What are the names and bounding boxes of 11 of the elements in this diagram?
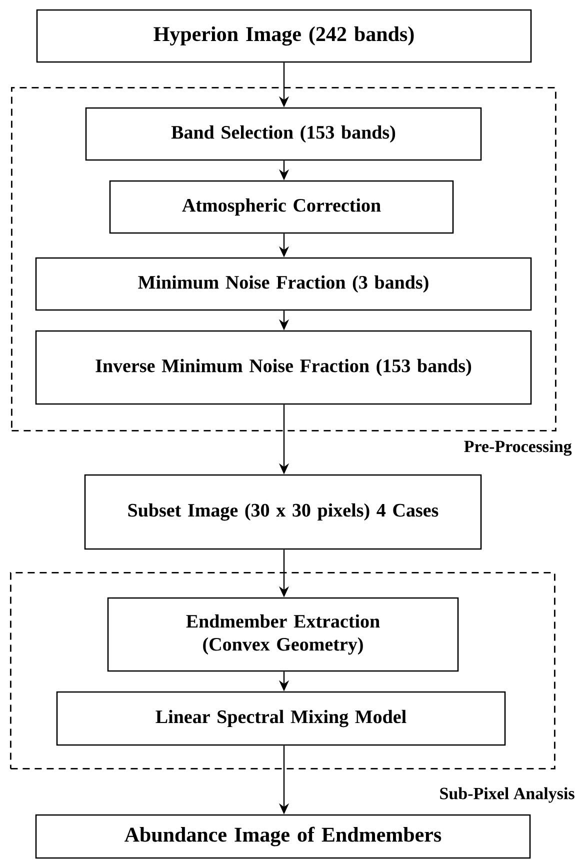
group-label: Sub-Pixel Analysis: [440, 787, 574, 803]
process-box: Endmember Extraction (Convex Geometry): [107, 597, 459, 672]
process-box: Band Selection (153 bands): [85, 107, 482, 161]
process-box: Linear Spectral Mixing Model: [56, 691, 506, 746]
process-box: Subset Image (30 x 30 pixels) 4 Cases: [84, 474, 482, 550]
process-box: Minimum Noise Fraction (3 bands): [35, 257, 532, 311]
group-label: Pre-Processing: [464, 440, 572, 456]
process-box: Abundance Image of Endmembers: [35, 814, 531, 859]
process-box: Hyperion Image (242 bands): [36, 9, 532, 63]
process-box: Atmospheric Correction: [109, 180, 454, 234]
process-box: Inverse Minimum Noise Fraction (153 bands): [35, 330, 532, 405]
